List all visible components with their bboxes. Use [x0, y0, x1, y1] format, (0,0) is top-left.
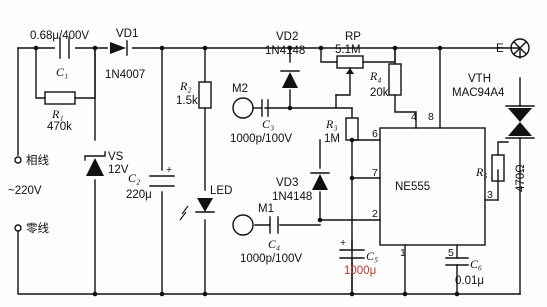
r5-ref: R₅ [475, 165, 488, 179]
pin-1: 1 [400, 247, 406, 259]
c2-plus: + [166, 164, 172, 176]
line-terminal-label: 相线 [26, 153, 49, 167]
capacitor-c1: 0.68μ/400V C₁ [30, 30, 89, 79]
led-label: LED [210, 185, 232, 197]
resistor-r5: R₅ 470Ω [475, 154, 527, 192]
junction-dots [33, 45, 460, 297]
c4-value: 1000p/100V [240, 253, 302, 265]
pin-7: 7 [372, 167, 378, 179]
lamp-e: E [496, 38, 530, 58]
r2-ref: R₂ [179, 79, 192, 93]
r3-value: 1M [324, 133, 340, 145]
capacitor-c6: C₆ 0.01μ [445, 257, 484, 287]
vd2-ref: VD2 [276, 31, 298, 43]
capacitor-c3: C₃ 1000p/100V [230, 99, 292, 145]
c4-ref: C₄ [268, 237, 280, 251]
vd1-model: 1N4007 [105, 69, 145, 81]
resistor-r1: R₁ 470k [44, 91, 76, 133]
diode-vd2: VD2 1N4148 [265, 31, 305, 88]
diode-vd1: VD1 1N4007 [105, 28, 145, 81]
wires [17, 47, 521, 295]
r4-value: 20k [370, 87, 389, 99]
r2-value: 1.5k [176, 95, 198, 107]
c1-ref: C₁ [56, 65, 68, 79]
r5-value: 470Ω [515, 164, 527, 192]
led: LED [179, 185, 232, 221]
sensor-m1: M1 [232, 203, 274, 236]
pin-6: 6 [372, 128, 378, 140]
vs-value: 12V [108, 164, 129, 176]
c5-ref: C₅ [366, 249, 378, 263]
c5-plus: + [340, 237, 346, 249]
pin-3: 3 [487, 189, 493, 201]
r1-value: 470k [47, 121, 72, 133]
supply-label: ~220V [8, 185, 42, 197]
vth-ref: VTH [468, 73, 491, 85]
pin-8: 8 [428, 111, 434, 123]
neutral-terminal-label: 零线 [26, 221, 49, 235]
c3-ref: C₃ [262, 117, 274, 131]
vd3-model: 1N4148 [272, 191, 312, 203]
vd1-ref: VD1 [116, 28, 138, 40]
pin-4: 4 [411, 111, 417, 123]
c6-value: 0.01μ [455, 275, 484, 287]
zener-vs: VS 12V [84, 151, 129, 176]
vth-model: MAC94A4 [452, 87, 505, 99]
resistor-r4: R₄ 20k [369, 63, 402, 99]
resistor-r3: R₃ 1M [324, 117, 359, 145]
capacitor-c2: + C₂ 220μ [126, 164, 175, 201]
r1-ref: R₁ [51, 107, 64, 121]
pin-5: 5 [448, 247, 454, 259]
potentiometer-rp: RP 5.1M [335, 31, 364, 74]
rp-value: 5.1M [335, 44, 361, 56]
vs-ref: VS [108, 151, 124, 163]
m1-label: M1 [258, 203, 274, 215]
triac-vth: VTH MAC94A4 [452, 73, 535, 139]
c6-ref: C₆ [470, 257, 482, 271]
resistor-r2: R₂ 1.5k [176, 79, 212, 109]
ic-label: NE555 [395, 181, 430, 193]
capacitor-c4: C₄ 1000p/100V [240, 216, 302, 265]
rp-ref: RP [345, 31, 361, 43]
c5-value: 1000μ [344, 265, 376, 277]
ic-ne555: NE555 4 8 6 7 2 3 1 5 [372, 111, 493, 259]
sensor-m2: M2 [232, 83, 254, 119]
m2-label: M2 [232, 83, 248, 95]
r4-ref: R₄ [369, 69, 382, 83]
c3-value: 1000p/100V [230, 133, 292, 145]
vd3-ref: VD3 [276, 177, 298, 189]
mains-terminals: 相线 ~220V 零线 [8, 153, 49, 235]
diode-vd3: VD3 1N4148 [272, 172, 330, 203]
c1-value: 0.68μ/400V [30, 30, 89, 42]
lamp-label: E [496, 43, 504, 55]
pin-2: 2 [372, 208, 378, 220]
c2-ref: C₂ [128, 171, 140, 185]
c2-value: 220μ [126, 189, 152, 201]
r3-ref: R₃ [325, 117, 338, 131]
vd2-model: 1N4148 [265, 45, 305, 57]
capacitor-c5: + C₅ 1000μ [339, 237, 378, 277]
